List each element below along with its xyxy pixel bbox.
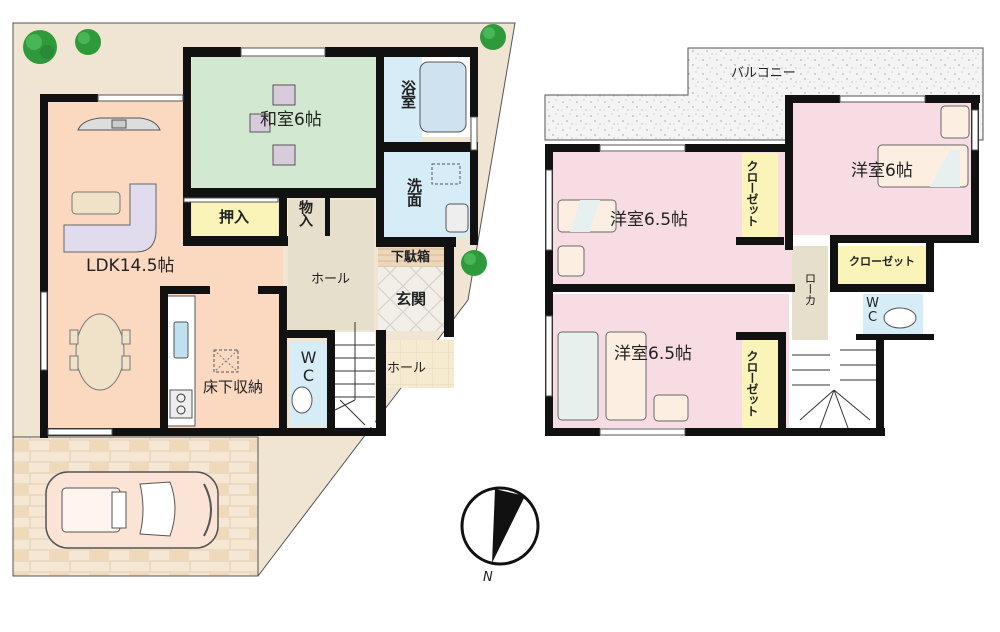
wc1-area	[290, 342, 327, 426]
porch-area	[384, 340, 454, 388]
room-label-getabako: 下駄箱	[391, 250, 431, 265]
walls-floor1	[40, 47, 478, 438]
oshiire-area	[192, 200, 278, 236]
hall-area	[288, 200, 374, 330]
corridor-area	[792, 246, 828, 356]
walls-floor2	[545, 95, 980, 436]
room-label-oshiire: 押入	[219, 208, 250, 226]
room-label-porch-hall: ホール	[387, 361, 427, 376]
room-label-youshitsu65-bottom: 洋室6.5帖	[614, 344, 693, 364]
car-icon	[45, 471, 219, 549]
room-label-bath: 浴室	[399, 80, 417, 108]
bath-area	[384, 57, 422, 142]
compass-icon	[460, 486, 540, 566]
furniture	[557, 105, 970, 422]
room-label-ldk: LDK14.5帖	[86, 256, 175, 276]
room-label-balcony: バルコニー	[731, 66, 796, 81]
room-label-underfloor: 床下収納	[203, 378, 264, 396]
getabako-area	[378, 247, 444, 267]
room-label-youshitsu6: 洋室6帖	[851, 161, 913, 181]
room-label-monoire: 物入	[297, 200, 313, 226]
room-label-closet-bottom: クローゼット	[745, 350, 759, 416]
closet-right-area	[838, 246, 926, 286]
closet-top-area	[742, 153, 778, 237]
closet-bottom-area	[742, 340, 778, 428]
hatch-icon	[213, 349, 239, 373]
room-label-wc1: WC	[299, 348, 318, 384]
furniture	[63, 61, 469, 414]
room-label-hall: ホール	[311, 272, 351, 287]
washitsu-area	[192, 57, 376, 190]
room-label-senmen: 洗面	[405, 178, 423, 206]
stairs	[792, 340, 876, 429]
windows	[545, 95, 979, 436]
windows	[40, 47, 478, 436]
room-label-closet-right: クローゼット	[849, 255, 915, 268]
room-label-closet-top: クローゼット	[745, 160, 759, 226]
compass-label: N	[483, 570, 493, 585]
room-label-genkan: 玄関	[396, 290, 427, 308]
room-label-washitsu: 和室6帖	[260, 110, 322, 130]
kitchen-counter	[166, 295, 196, 427]
genkan-area	[378, 267, 444, 331]
tree-icon	[23, 24, 506, 276]
room-label-corridor: ローカ	[803, 272, 817, 305]
room-label-wc2: WC	[865, 296, 880, 324]
stairs	[334, 322, 375, 427]
room-label-youshitsu65-top: 洋室6.5帖	[610, 210, 689, 230]
